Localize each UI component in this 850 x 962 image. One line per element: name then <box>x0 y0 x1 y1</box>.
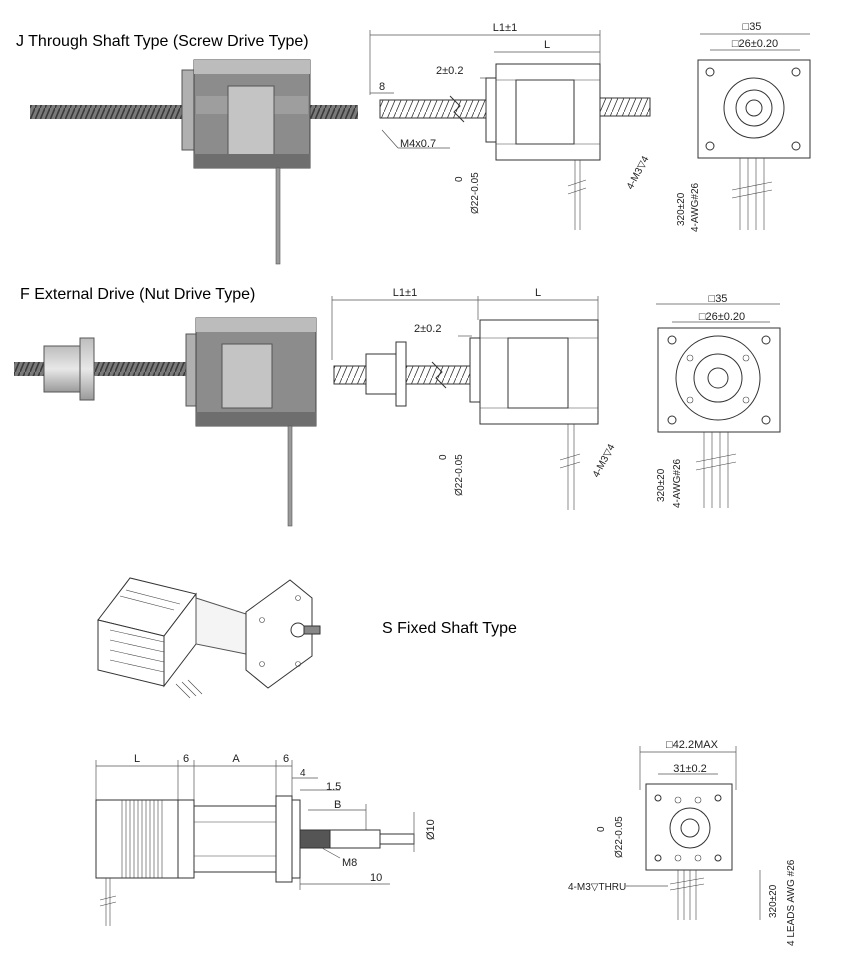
f-front-lead-gauge: 4-AWG#26 <box>672 458 683 508</box>
f-side-flange-thickness: 2±0.2 <box>414 323 441 335</box>
f-side-boss-diameter: Ø22-0.05 <box>454 454 465 496</box>
j-motor-render <box>30 59 358 265</box>
f-motor-render <box>14 317 317 527</box>
s-side-gap2: 6 <box>283 753 289 765</box>
j-side-view: L1±1 L 8 2±0.2 M4x0.7 0 Ø22-0.05 <box>369 22 651 230</box>
s-front-hole-spacing: 31±0.2 <box>673 763 707 775</box>
f-side-view: L1±1 L 2±0.2 0 Ø22-0.05 <box>331 287 599 510</box>
f-side-boss-tol: 0 <box>438 454 449 460</box>
j-side-end-offset: 8 <box>379 81 385 93</box>
s-front-view: □42.2MAX 31±0.2 0 Ø22-0.05 4-M3▽THRU 320… <box>568 739 797 946</box>
s-side-spacer: A <box>232 753 240 765</box>
s-front-boss-tol: 0 <box>596 826 607 832</box>
s-side-length: L <box>134 753 140 765</box>
s-front-holes: 4-M3▽THRU <box>568 882 626 893</box>
j-side-total-length: L1±1 <box>493 22 517 34</box>
title-j-through-shaft: J Through Shaft Type (Screw Drive Type) <box>16 33 309 50</box>
s-side-thread: M8 <box>342 857 357 869</box>
s-side-end-length: 10 <box>370 872 382 884</box>
j-front-hole-square: □26±0.20 <box>732 38 778 50</box>
s-front-lead-length: 320±20 <box>768 884 779 918</box>
s-side-step: 1.5 <box>326 781 341 793</box>
s-motor-render <box>97 577 321 699</box>
j-side-boss-tol: 0 <box>454 176 465 182</box>
s-front-boss-diameter: Ø22-0.05 <box>614 816 625 858</box>
s-front-outer-square: □42.2MAX <box>666 739 719 751</box>
f-front-holes: 4-M3▽4 <box>591 442 618 479</box>
f-front-lead-length: 320±20 <box>656 468 667 502</box>
j-side-thread: M4x0.7 <box>400 138 436 150</box>
s-side-shaft-diameter: Ø10 <box>425 819 437 840</box>
s-side-view: L 6 A 6 4 1.5 B Ø10 M8 10 <box>95 753 437 926</box>
j-front-lead-gauge: 4-AWG#26 <box>690 182 701 232</box>
s-side-thread-length: B <box>334 799 341 811</box>
j-side-length: L <box>544 39 550 51</box>
j-side-flange-thickness: 2±0.2 <box>436 65 463 77</box>
j-front-lead-length: 320±20 <box>676 192 687 226</box>
j-front-holes: 4-M3▽4 <box>625 154 652 191</box>
f-side-total-length: L1±1 <box>393 287 417 299</box>
s-side-plate: 4 <box>300 768 306 779</box>
f-front-view: □35 □26±0.20 4-M3▽4 320±20 4-AWG#26 <box>591 293 781 508</box>
f-front-hole-square: □26±0.20 <box>699 311 745 323</box>
s-front-lead-label: 4 LEADS AWG #26 <box>786 859 797 946</box>
j-side-boss-diameter: Ø22-0.05 <box>470 172 481 214</box>
title-f-external-drive: F External Drive (Nut Drive Type) <box>20 286 256 303</box>
f-side-length: L <box>535 287 541 299</box>
s-side-gap1: 6 <box>183 753 189 765</box>
j-front-view: □35 □26±0.20 4-M3▽4 320±20 4-AWG#26 <box>625 21 811 232</box>
j-front-outer-square: □35 <box>743 21 762 33</box>
title-s-fixed-shaft: S Fixed Shaft Type <box>382 620 517 637</box>
f-front-outer-square: □35 <box>709 293 728 305</box>
